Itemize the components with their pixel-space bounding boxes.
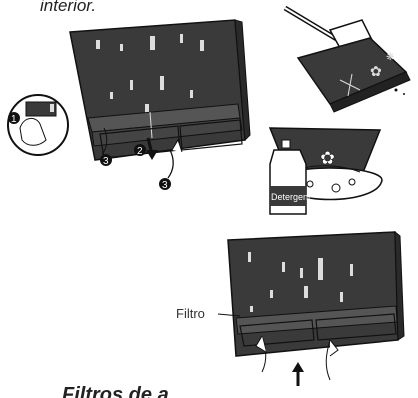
svg-text:1: 1 bbox=[11, 114, 17, 125]
vacuum-cleaning-illustration: ✿ ❋ bbox=[285, 8, 410, 112]
detergent-label: Detergent bbox=[271, 192, 311, 202]
bottom-caption: Filtros de a bbox=[62, 384, 169, 398]
ac-unit-bottom-illustration bbox=[218, 232, 404, 386]
svg-text:2: 2 bbox=[137, 146, 143, 157]
filter-label: Filtro bbox=[176, 306, 205, 321]
ac-unit-top-illustration: 1 3 2 3 bbox=[8, 20, 250, 191]
svg-text:❋: ❋ bbox=[386, 52, 394, 63]
svg-text:✿: ✿ bbox=[370, 63, 382, 79]
svg-text:✿: ✿ bbox=[320, 148, 335, 168]
svg-text:3: 3 bbox=[162, 180, 168, 191]
svg-text:3: 3 bbox=[103, 156, 109, 167]
